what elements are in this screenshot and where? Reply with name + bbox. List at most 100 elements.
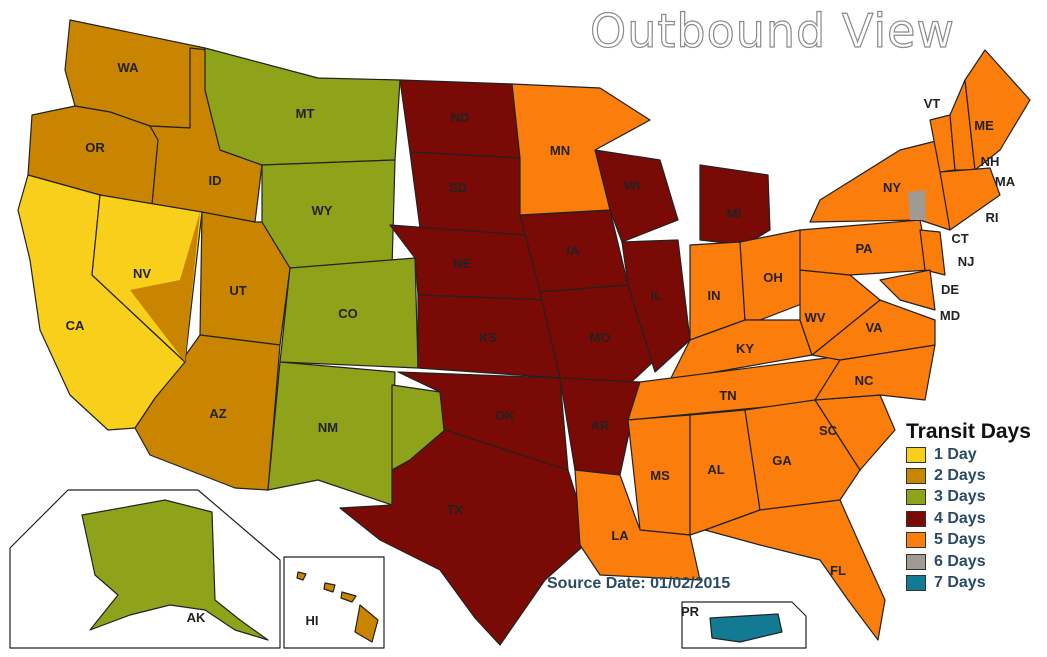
legend-label: 4 Days [934,509,986,527]
state-label-md: MD [940,308,960,323]
legend-item: 6 Days [906,551,1042,572]
state-mi[interactable] [699,164,771,246]
state-label-ca: CA [66,318,85,333]
state-label-sc: SC [819,423,838,438]
hi-islands-2 [323,582,336,593]
legend-item: 1 Day [906,444,1042,465]
legend-item: 4 Days [906,508,1042,529]
state-label-nc: NC [855,373,874,388]
state-ny[interactable] [809,139,951,231]
state-label-wa: WA [118,60,140,75]
state-label-or: OR [85,140,105,155]
state-label-ut: UT [229,283,246,298]
state-label-hi: HI [306,613,319,628]
state-pa[interactable] [799,219,931,276]
state-label-de: DE [941,282,959,297]
state-label-ny: NY [883,180,901,195]
state-il[interactable] [621,239,691,373]
state-sd[interactable] [409,151,526,236]
state-label-mt: MT [296,106,315,121]
state-label-ri: RI [986,210,999,225]
legend-swatch [906,446,926,463]
legend-item: 2 Days [906,465,1042,486]
state-label-wv: WV [805,310,826,325]
state-label-vt: VT [924,96,941,111]
state-label-ks: KS [479,330,497,345]
legend-swatch [906,532,926,549]
state-label-oh: OH [763,270,783,285]
source-date: Source Date: 01/02/2015 [547,575,731,592]
state-nm[interactable] [267,361,396,506]
hi-islands [296,571,307,581]
state-label-ak: AK [187,610,206,625]
state-pr[interactable] [709,613,783,643]
legend-item: 5 Days [906,530,1042,551]
legend-label: 2 Days [934,467,986,485]
legend-item: 3 Days [906,487,1042,508]
state-label-ok: OK [495,408,515,423]
state-nj[interactable] [919,229,946,276]
state-label-mn: MN [550,143,570,158]
legend-item: 7 Days [906,572,1042,593]
map-title: Outbound View [589,3,956,58]
state-mn[interactable] [511,83,651,216]
state-label-ga: GA [772,453,792,468]
state-label-fl: FL [830,563,846,578]
hi-islands-3 [340,591,357,603]
state-label-ct: CT [951,231,968,246]
state-label-mi: MI [727,206,741,221]
state-ny-gray [908,190,926,220]
state-label-sd: SD [449,180,467,195]
legend-label: 3 Days [934,488,986,506]
state-label-az: AZ [209,406,226,421]
state-label-nm: NM [318,420,338,435]
state-la[interactable] [574,469,701,581]
legend-swatch [906,553,926,570]
legend-label: 5 Days [934,531,986,549]
legend-label: 6 Days [934,552,986,570]
state-label-co: CO [338,306,358,321]
legend-label: 1 Day [934,445,977,463]
state-label-ne: NE [453,256,471,271]
state-ak[interactable] [81,499,269,641]
state-mo[interactable] [539,284,656,389]
state-label-nd: ND [451,110,470,125]
state-label-ky: KY [736,341,754,356]
state-me[interactable] [964,49,1031,171]
state-ma-ct-ri[interactable] [939,167,1001,231]
state-label-in: IN [708,288,721,303]
state-label-va: VA [865,320,883,335]
state-label-tn: TN [719,388,736,403]
state-label-wi: WI [624,178,640,193]
state-label-ar: AR [591,418,610,433]
state-label-me: ME [974,118,994,133]
state-label-ia: IA [567,243,581,258]
state-label-pr: PR [681,604,700,619]
legend-swatch [906,575,926,592]
state-label-pa: PA [855,241,873,256]
state-oh[interactable] [739,229,813,321]
legend-swatch [906,510,926,527]
state-tx[interactable] [339,429,591,646]
state-label-il: IL [650,288,662,303]
state-label-tx: TX [447,502,464,517]
state-label-id: ID [209,173,222,188]
state-label-nv: NV [133,266,151,281]
legend-swatch [906,468,926,485]
state-nv-south [130,212,200,362]
state-md[interactable] [879,269,936,311]
legend-swatch [906,489,926,506]
state-label-nj: NJ [958,254,975,269]
state-label-ma: MA [995,174,1016,189]
state-hi[interactable] [354,604,379,643]
legend-title: Transit Days [906,420,1031,443]
legend-label: 7 Days [934,574,986,592]
state-label-nh: NH [981,154,1000,169]
state-ga[interactable] [744,399,861,511]
state-label-la: LA [611,528,629,543]
state-label-wy: WY [312,203,333,218]
state-fl[interactable] [704,499,886,641]
legend: Transit Days 1 Day 2 Days 3 Days 4 Days … [906,420,1042,594]
state-label-al: AL [707,462,724,477]
